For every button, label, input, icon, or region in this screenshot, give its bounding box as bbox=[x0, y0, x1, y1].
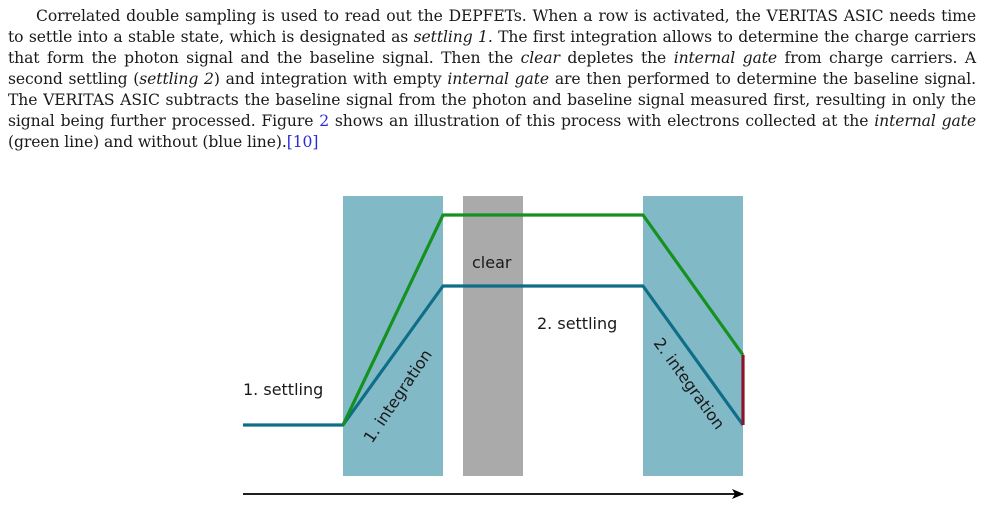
blue-line bbox=[243, 284, 745, 427]
text-run: Correlated double sampling is used to re… bbox=[8, 7, 976, 46]
text-run: depletes the bbox=[559, 49, 674, 67]
text-run: are then performed to determine the base… bbox=[8, 70, 976, 130]
label-settling-1: 1. settling bbox=[243, 380, 323, 399]
term-internal-gate: internal gate bbox=[874, 112, 976, 130]
text-run: (green line) and without (blue line). bbox=[8, 133, 287, 151]
integration-2-phase-box bbox=[643, 196, 743, 476]
body-paragraph: Correlated double sampling is used to re… bbox=[8, 6, 976, 153]
clear-phase-box bbox=[463, 196, 523, 476]
text-run: ) and integration with empty bbox=[213, 70, 448, 88]
term-internal-gate: internal gate bbox=[447, 70, 550, 88]
integration-1-phase-box bbox=[343, 196, 443, 476]
citation-link[interactable]: [10] bbox=[286, 133, 319, 151]
figure-reference-link[interactable]: 2 bbox=[319, 112, 330, 130]
label-settling-2: 2. settling bbox=[537, 314, 617, 333]
green-line bbox=[341, 213, 745, 426]
term-internal-gate: internal gate bbox=[673, 49, 778, 67]
text-run: from charge carriers. A second settling … bbox=[8, 49, 976, 88]
label-clear: clear bbox=[472, 253, 512, 272]
term-settling-1: settling 1. bbox=[413, 28, 493, 46]
text-run: shows an illustration of this process wi… bbox=[329, 112, 875, 130]
text-run: The first integration allows to determin… bbox=[8, 28, 977, 67]
term-clear: clear bbox=[520, 49, 560, 67]
term-settling-2: settling 2 bbox=[139, 70, 214, 88]
